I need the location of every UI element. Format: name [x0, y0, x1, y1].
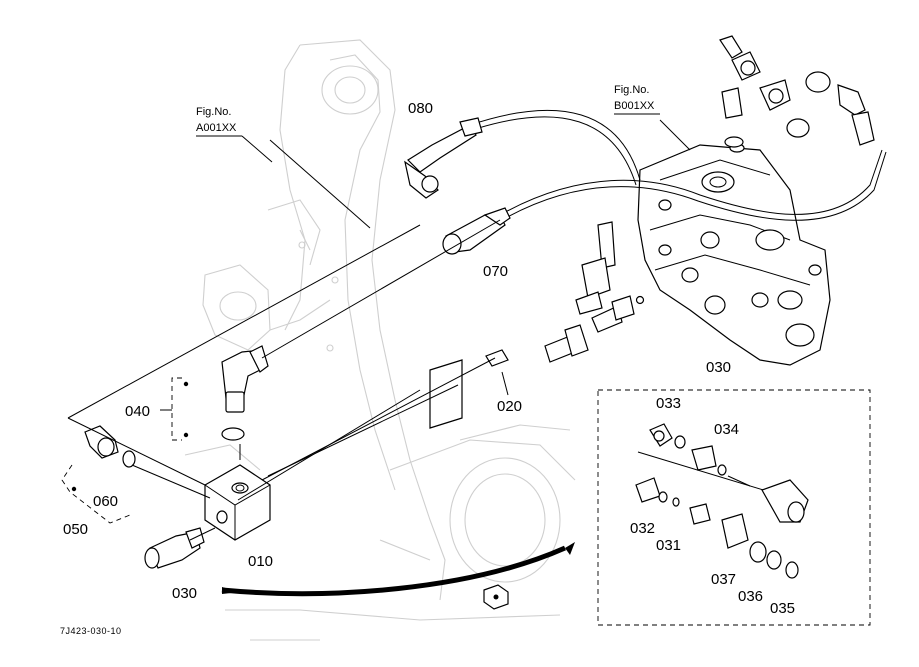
callout-034: 034	[714, 421, 739, 438]
part-050-fitting	[84, 425, 119, 459]
upper-fittings	[719, 35, 875, 148]
small-block-part	[483, 584, 509, 610]
fig-ref-a-line1: Fig.No.	[196, 106, 231, 118]
part-080-fitting	[404, 117, 483, 199]
callout-020: 020	[497, 398, 522, 415]
drawing-code: 7J423-030-10	[60, 626, 122, 636]
callout-010: 010	[248, 553, 273, 570]
tee-fittings	[544, 295, 645, 363]
part-040-elbow	[221, 345, 269, 441]
leader-lines	[67, 119, 771, 541]
part-060-oring	[122, 450, 136, 468]
callout-032: 032	[630, 520, 655, 537]
fig-ref-a: Fig.No. A001XX	[196, 106, 273, 163]
fig-ref-b-line1: Fig.No.	[614, 84, 649, 96]
fig-ref-b-line2: B001XX	[614, 100, 655, 112]
callout-080: 080	[408, 100, 433, 117]
callout-037: 037	[711, 571, 736, 588]
fig-ref-b: Fig.No. B001XX	[614, 84, 660, 115]
bracket-lines	[61, 377, 871, 626]
callout-030-main: 030	[172, 585, 197, 602]
control-valve-assembly	[637, 143, 831, 366]
hoses	[469, 109, 887, 221]
part-010-block	[204, 464, 271, 541]
machine-frame-outline	[184, 39, 576, 641]
callout-031: 031	[656, 537, 681, 554]
callout-040: 040	[125, 403, 150, 420]
callout-070: 070	[483, 263, 508, 280]
direction-arrow	[221, 542, 575, 597]
callout-030-box: 030	[706, 359, 731, 376]
sensor-fitting	[575, 221, 616, 315]
callout-033: 033	[656, 395, 681, 412]
part-030-sensor	[144, 527, 205, 569]
callout-060: 060	[93, 493, 118, 510]
part-020-fitting	[429, 349, 509, 429]
fig-ref-a-line2: A001XX	[196, 122, 237, 134]
callout-036: 036	[738, 588, 763, 605]
part-030-kit-detail	[635, 423, 809, 579]
callout-035: 035	[770, 600, 795, 617]
callout-050: 050	[63, 521, 88, 538]
